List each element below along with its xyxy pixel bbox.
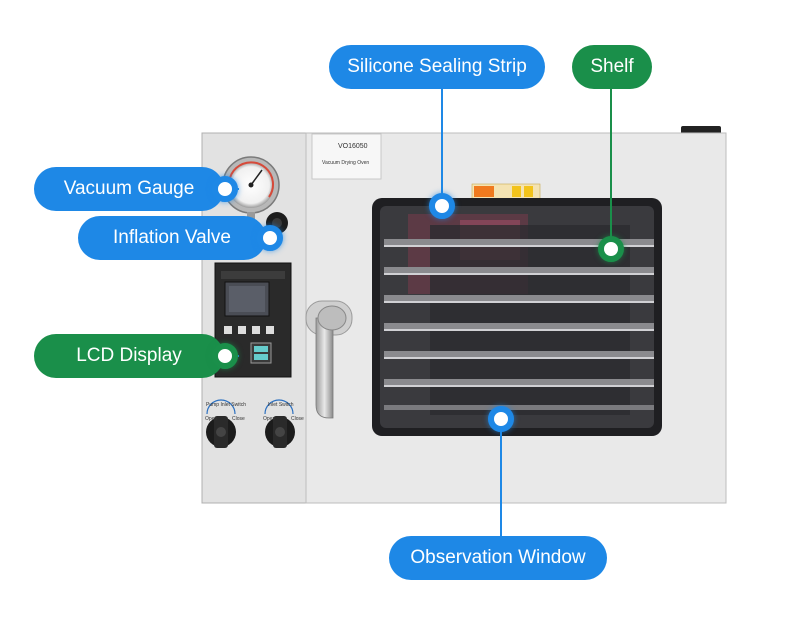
shelves — [384, 239, 654, 410]
model-plate — [311, 133, 382, 180]
connector-shelf — [610, 88, 612, 248]
connector-observation-window — [500, 419, 502, 537]
callout-observation-window: Observation Window — [389, 536, 607, 580]
pump-valve-knob — [206, 399, 236, 448]
door-handle — [305, 300, 353, 419]
callout-vacuum-gauge: Vacuum Gauge — [34, 167, 224, 211]
pump-valve-label: Pump Inlet Switch — [206, 402, 247, 408]
marker-shelf — [598, 236, 624, 262]
marker-observation-window — [488, 406, 514, 432]
subtitle-label: Vacuum Drying Oven — [322, 160, 370, 166]
inlet-close-label: Close — [291, 416, 304, 422]
callout-inflation-valve: Inflation Valve — [78, 216, 266, 260]
callout-shelf: Shelf — [572, 45, 652, 89]
inlet-switch-knob — [264, 399, 295, 448]
marker-vacuum-gauge — [212, 176, 238, 202]
callout-silicone-sealing-strip: Silicone Sealing Strip — [329, 45, 545, 89]
marker-lcd-display — [212, 343, 238, 369]
callout-lcd-display: LCD Display — [34, 334, 224, 378]
marker-inflation-valve — [257, 225, 283, 251]
pump-open-label: Open — [205, 416, 218, 422]
connector-sealing-strip — [441, 88, 443, 206]
marker-sealing-strip — [429, 193, 455, 219]
inlet-switch-label: Inlet Switch — [268, 402, 294, 408]
controller-box — [214, 262, 292, 378]
model-label: VO16050 — [338, 143, 368, 150]
inlet-open-label: Open — [263, 416, 276, 422]
pump-close-label: Close — [232, 416, 245, 422]
